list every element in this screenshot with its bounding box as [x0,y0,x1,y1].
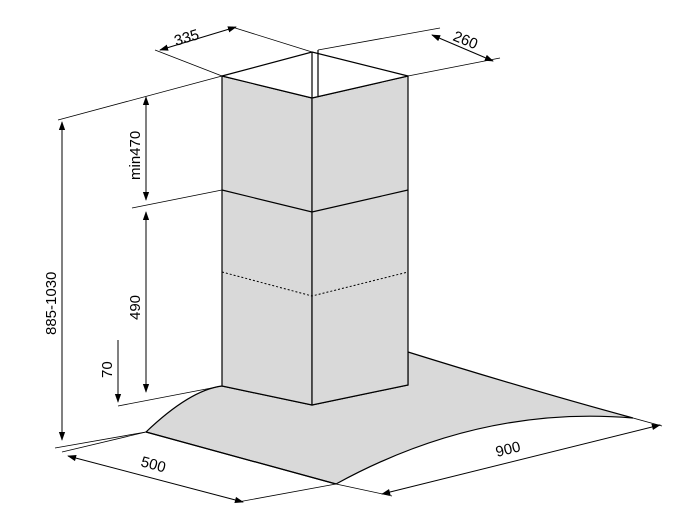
dim-total-height: 885-1030 [43,121,147,449]
telescopic-line [221,271,409,297]
label-hood-width: 900 [494,438,522,461]
dim-lower-chimney: 490 [117,211,223,407]
dim-chimney-width: 335 [154,26,313,77]
chimney-left-face [221,75,313,406]
dim-canopy-height: 70 [99,340,122,403]
chimney-right-face [311,75,409,406]
dim-min-upper: min470 [57,75,223,209]
hood-body [144,50,634,485]
label-hood-depth: 500 [139,453,168,476]
label-chimney-depth: 260 [451,28,481,53]
chimney-seam [221,189,409,213]
label-chimney-width: 335 [172,26,201,50]
dim-hood-depth: 500 [61,431,337,503]
label-canopy-height: 70 [99,361,116,378]
label-min-upper: min470 [127,131,144,180]
label-lower-chimney: 490 [127,295,144,320]
dim-hood-width: 900 [335,417,663,497]
label-total-height: 885-1030 [43,272,60,335]
